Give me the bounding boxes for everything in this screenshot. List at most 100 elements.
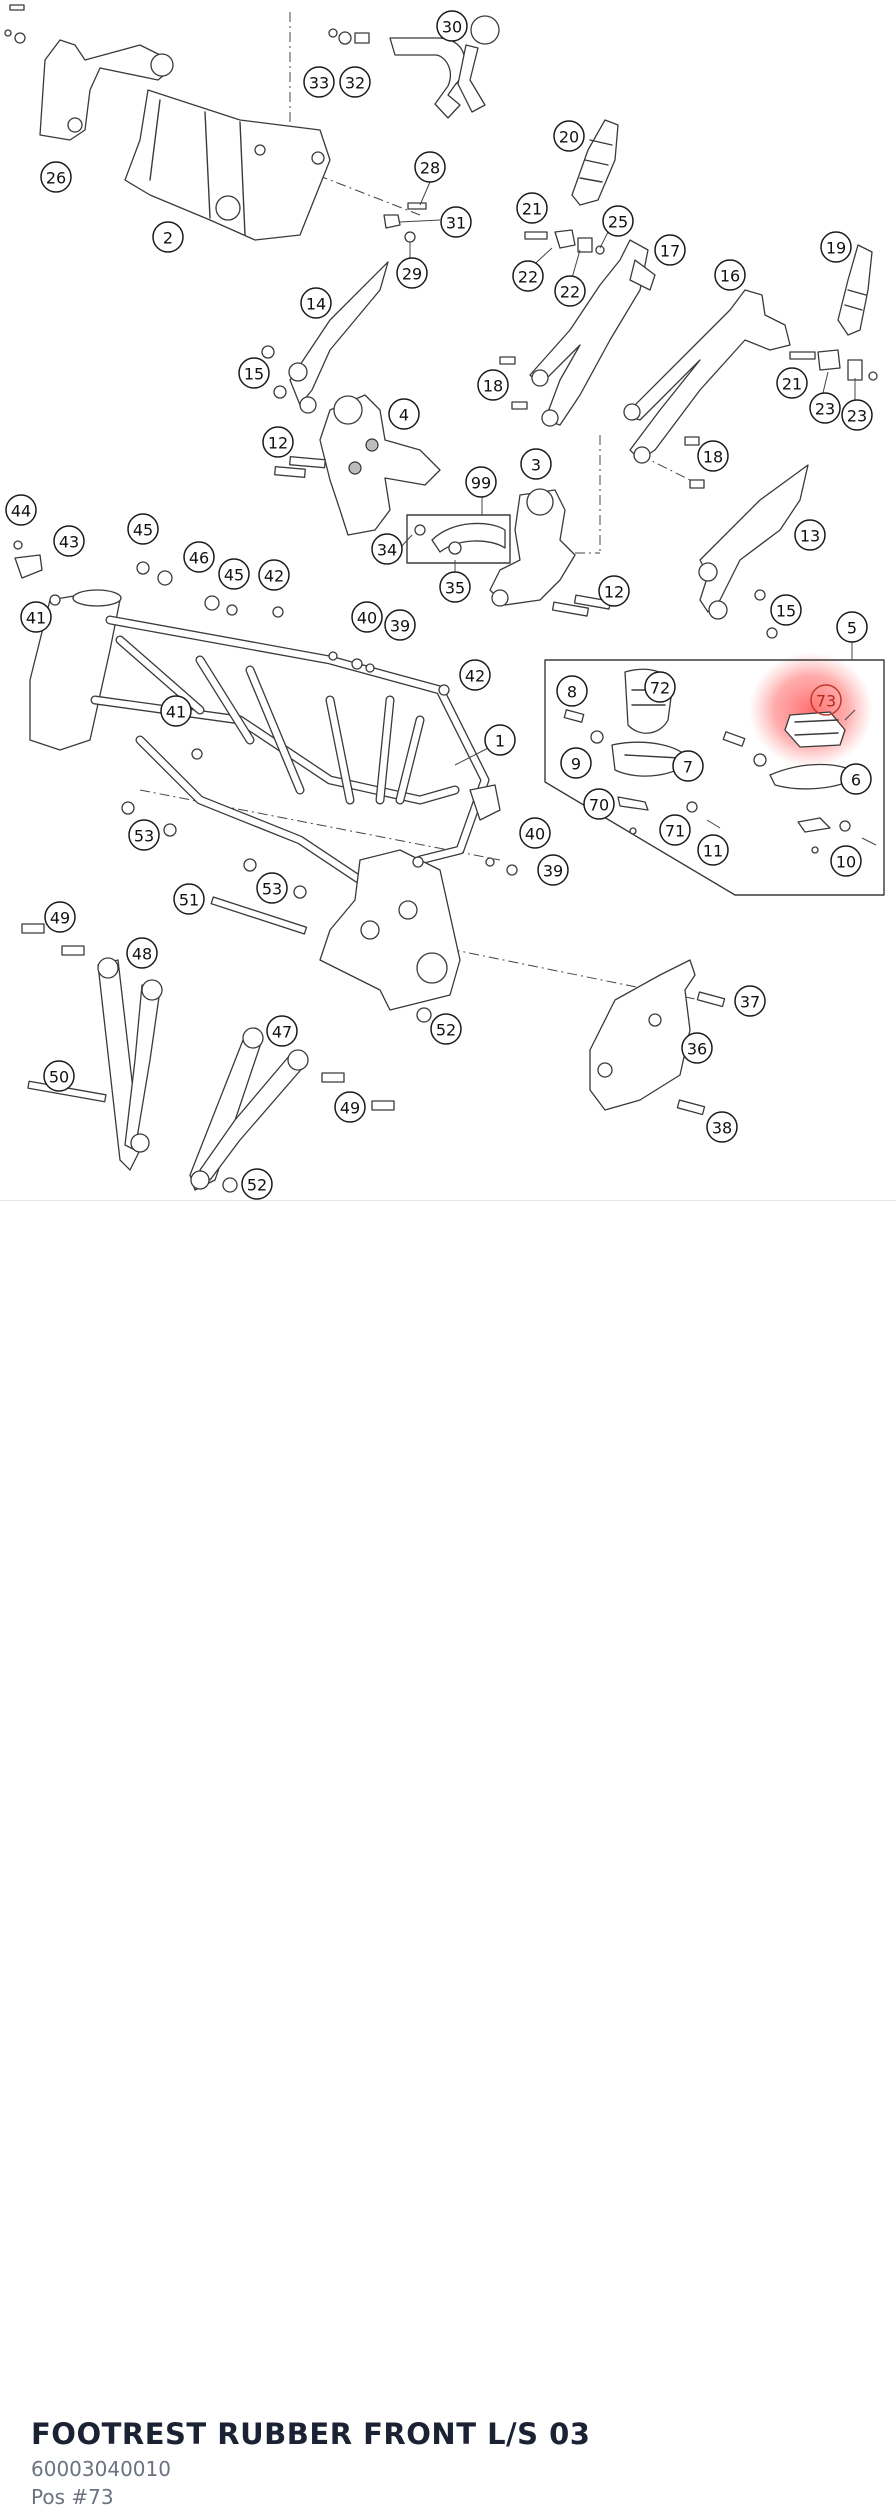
callout-number: 22 [518, 268, 538, 287]
callout-circle [396, 257, 428, 289]
callout-circle [384, 609, 416, 641]
part-20-footpeg-rubber [571, 119, 619, 206]
inset-box-5 [544, 640, 885, 896]
callout-number: 51 [179, 891, 199, 910]
callout-25: 25 [602, 205, 634, 237]
callout-39: 39 [537, 854, 569, 886]
callout-6: 6 [840, 763, 872, 795]
callout-number: 40 [357, 609, 377, 628]
callout-21: 21 [516, 192, 548, 224]
part-17-footpeg-hanger [499, 229, 656, 427]
callout-number: 72 [650, 679, 670, 698]
callout-35: 35 [439, 571, 471, 603]
callout-circle [830, 845, 862, 877]
callout-number: 14 [306, 295, 326, 314]
callout-circle [644, 671, 676, 703]
callout-15: 15 [238, 357, 270, 389]
callout-12: 12 [262, 426, 294, 458]
callout-circle [173, 883, 205, 915]
callout-number: 37 [740, 993, 760, 1012]
part-47-linkage [189, 1027, 395, 1191]
part-number: 60003040010 [31, 2457, 171, 2481]
callout-7: 7 [672, 750, 704, 782]
callout-number: 16 [720, 267, 740, 286]
callout-48: 48 [126, 937, 158, 969]
callout-39: 39 [384, 609, 416, 641]
callout-36: 36 [681, 1032, 713, 1064]
callout-number: 45 [133, 521, 153, 540]
callout-labels: 1234567891011121213141515161718181920212… [5, 10, 873, 1200]
callout-number: 11 [703, 842, 723, 861]
callout-circle [388, 398, 420, 430]
callout-number: 17 [660, 242, 680, 261]
callout-10: 10 [830, 845, 862, 877]
callout-number: 32 [345, 74, 365, 93]
callout-32: 32 [339, 66, 371, 98]
callout-number: 12 [268, 434, 288, 453]
callout-number: 21 [782, 375, 802, 394]
callout-circle [484, 724, 516, 756]
callout-number: 45 [224, 566, 244, 585]
bolts-50-51-52 [27, 896, 432, 1193]
callout-circle [126, 937, 158, 969]
callout-circle [598, 575, 630, 607]
callout-44: 44 [5, 494, 37, 526]
callout-circle [183, 541, 215, 573]
callout-number: 53 [262, 880, 282, 899]
part-4-footpeg-bracket [274, 394, 441, 536]
callout-circle [553, 120, 585, 152]
callout-29: 29 [396, 257, 428, 289]
callout-circle [339, 66, 371, 98]
callout-3: 3 [520, 448, 552, 480]
callout-number: 1 [495, 732, 505, 751]
callout-circle [127, 513, 159, 545]
callout-number: 13 [800, 527, 820, 546]
callout-circle [40, 161, 72, 193]
callout-number: 20 [559, 128, 579, 147]
callout-number: 99 [471, 474, 491, 493]
callout-circle [840, 763, 872, 795]
callout-70: 70 [583, 788, 615, 820]
exploded-parts-diagram: 1234567891011121213141515161718181920212… [4, 4, 885, 1200]
callout-number: 15 [776, 602, 796, 621]
callout-18: 18 [477, 369, 509, 401]
callout-37: 37 [734, 985, 766, 1017]
callout-circle [554, 275, 586, 307]
callout-14: 14 [300, 287, 332, 319]
callout-number: 47 [272, 1023, 292, 1042]
callout-20: 20 [553, 120, 585, 152]
callout-number: 18 [703, 448, 723, 467]
callout-circle [820, 231, 852, 263]
callout-45: 45 [218, 558, 250, 590]
part-26-bracket [4, 4, 174, 141]
callout-circle [439, 571, 471, 603]
callout-18: 18 [697, 440, 729, 472]
callout-number: 34 [377, 541, 397, 560]
callout-99: 99 [465, 466, 497, 498]
callout-number: 3 [531, 456, 541, 475]
callout-number: 9 [571, 755, 581, 774]
callout-circle [560, 747, 592, 779]
callout-circle [776, 367, 808, 399]
callout-52: 52 [430, 1013, 462, 1045]
callout-circle [128, 819, 160, 851]
callout-number: 52 [247, 1176, 267, 1195]
callout-circle [841, 399, 873, 431]
callout-number: 28 [420, 159, 440, 178]
callout-2: 2 [152, 221, 184, 253]
callout-circle [519, 817, 551, 849]
callout-number: 41 [166, 703, 186, 722]
callout-circle [537, 854, 569, 886]
callout-circle [836, 611, 868, 643]
part-1-main-frame [13, 540, 518, 1011]
callout-circle [459, 659, 491, 691]
callout-number: 2 [163, 229, 173, 248]
callout-number: 41 [26, 609, 46, 628]
callout-circle [465, 466, 497, 498]
callout-circle [512, 260, 544, 292]
callout-47: 47 [266, 1015, 298, 1047]
part-3-footpeg-bracket [489, 488, 612, 617]
callout-circle [672, 750, 704, 782]
callout-53: 53 [128, 819, 160, 851]
callout-circle [602, 205, 634, 237]
